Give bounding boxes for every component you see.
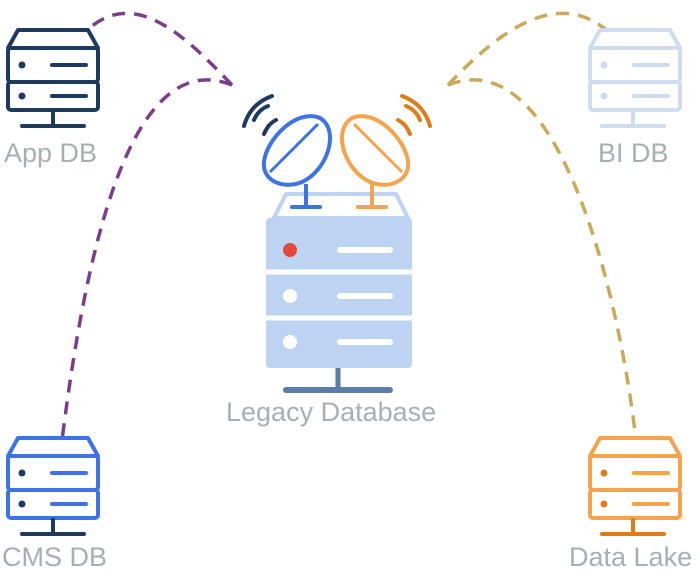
- data-lake-label: Data Lake: [569, 542, 693, 572]
- link-lake-to-legacy: [447, 78, 638, 441]
- legacy-database-label: Legacy Database: [226, 397, 437, 427]
- app-db-server-icon: [6, 28, 100, 128]
- right-signal-waves-icon: [396, 94, 432, 136]
- link-cms-to-legacy: [60, 78, 233, 441]
- cms-db-server-icon: [6, 436, 100, 536]
- left-signal-waves-icon: [242, 94, 278, 136]
- right-satellite-dish-icon: [340, 114, 411, 209]
- link-bi-to-legacy: [446, 11, 614, 87]
- link-app-to-legacy: [80, 11, 234, 87]
- bi-db-server-icon: [588, 28, 682, 128]
- bi-db-label: BI DB: [598, 138, 669, 168]
- legacy-database-server-icon: [266, 192, 412, 393]
- cms-db-label: CMS DB: [2, 542, 108, 572]
- data-lake-server-icon: [588, 436, 682, 536]
- left-satellite-dish-icon: [261, 114, 332, 209]
- app-db-label: App DB: [4, 138, 98, 168]
